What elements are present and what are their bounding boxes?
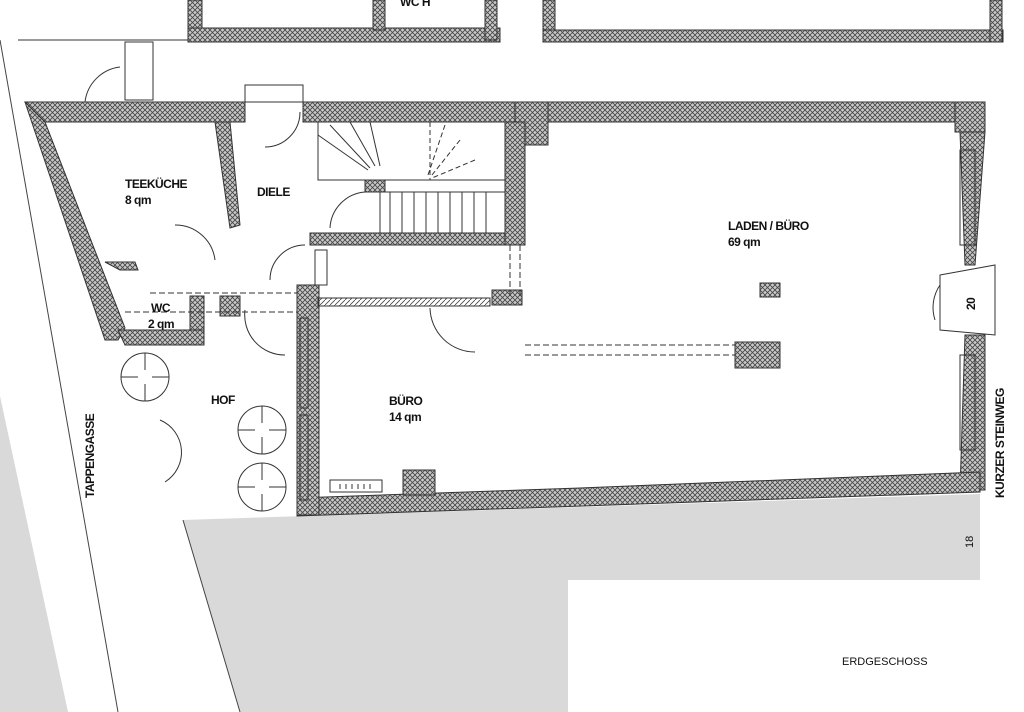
- room-area-laden: 69 qm: [728, 235, 760, 249]
- room-name-wc-h: WC H: [400, 0, 430, 9]
- house-number-18: 18: [964, 536, 976, 548]
- room-name-hof: HOF: [211, 393, 235, 407]
- ground-areas: [0, 39, 980, 712]
- neighbor-building: [18, 0, 1004, 101]
- street-tappengasse: TAPPENGASSE: [83, 413, 97, 498]
- room-name-wc: WC: [151, 301, 171, 315]
- wall-right: [959, 131, 986, 266]
- room-name-laden: LADEN / BÜRO: [728, 218, 809, 233]
- street-kurzer-steinweg: KURZER STEINWEG: [993, 388, 1007, 498]
- entrance-bay: [939, 264, 996, 336]
- wall-wc: [104, 261, 139, 271]
- room-area-buero: 14 qm: [389, 410, 421, 424]
- room-area-teekueche: 8 qm: [125, 193, 151, 207]
- room-area-wc: 2 qm: [148, 317, 174, 331]
- house-number-20: 20: [964, 297, 978, 310]
- walls: [23, 101, 996, 517]
- wall-left-diagonal: [24, 101, 126, 341]
- wall-teekueche: [214, 121, 241, 229]
- wall-top: [23, 101, 246, 123]
- room-labels: TEEKÜCHE 8 qm DIELE WC 2 qm HOF BÜRO 14 …: [83, 0, 1007, 548]
- room-name-teekueche: TEEKÜCHE: [125, 176, 188, 191]
- street-left: [0, 396, 68, 712]
- fixtures: [84, 66, 976, 512]
- room-name-diele: DIELE: [257, 185, 290, 199]
- courtyard-ground: [183, 494, 980, 712]
- room-name-buero: BÜRO: [389, 393, 422, 408]
- floor-title: ERDGESCHOSS: [842, 656, 928, 668]
